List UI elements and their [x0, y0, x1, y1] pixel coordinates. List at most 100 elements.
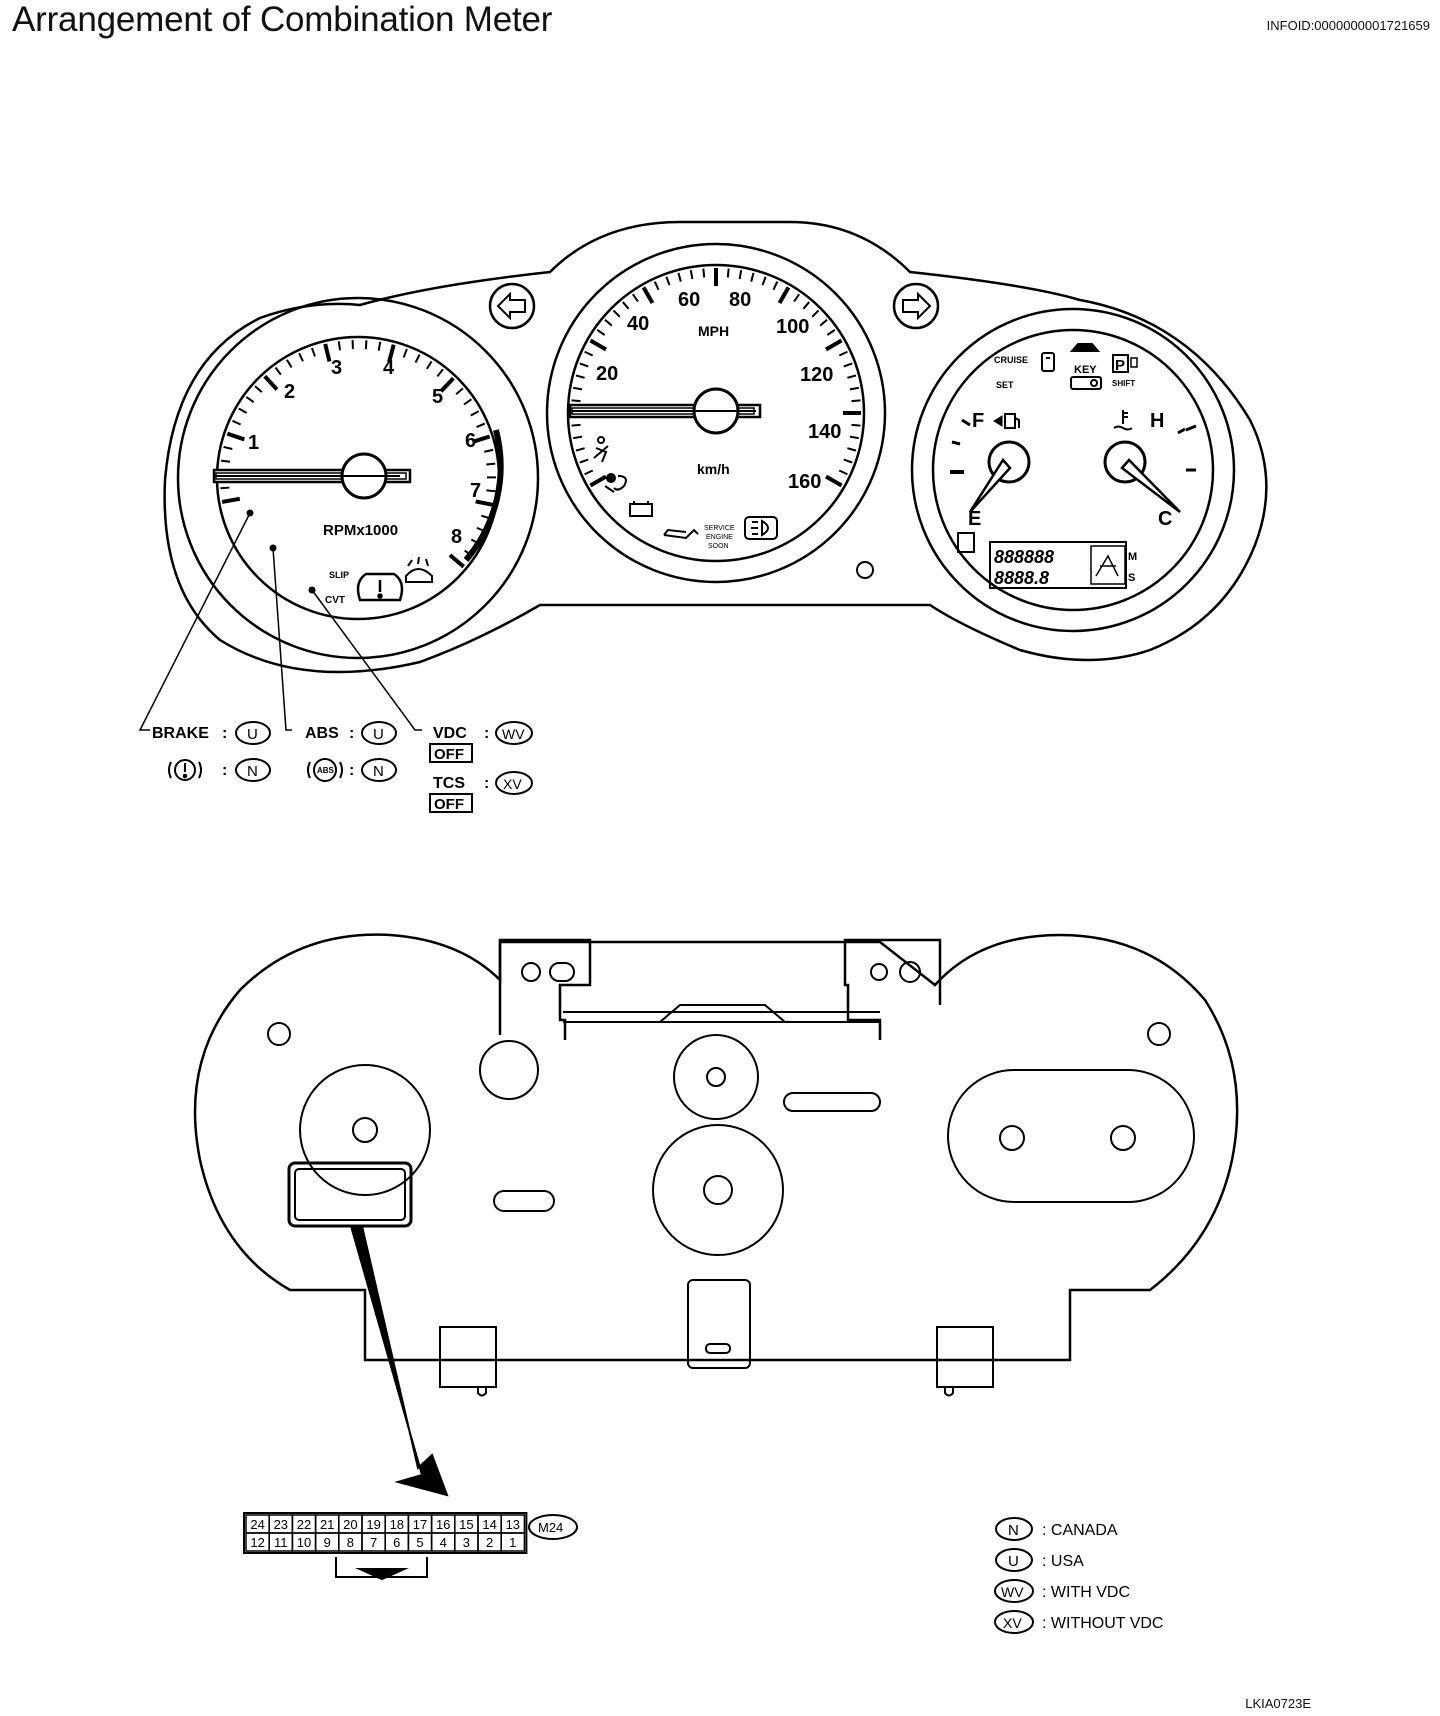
mounting-hole — [856, 561, 874, 579]
cluster-housing — [163, 220, 1268, 674]
cluster-rear-view — [193, 933, 1239, 1397]
gauge-major-tick — [439, 376, 455, 393]
tach-unit-label: RPMx1000 — [323, 522, 398, 539]
connector-id: M24 — [538, 1520, 563, 1535]
connector-id-badge — [528, 1514, 578, 1540]
tachometer-bezel — [176, 296, 540, 660]
key-icon — [1070, 376, 1102, 390]
legend-badge-canada — [995, 1517, 1033, 1541]
abs-alt-code-badge — [361, 758, 397, 782]
connector-pin-number: 5 — [416, 1535, 423, 1550]
gauge-minor-tick — [238, 407, 248, 414]
tcs-callout-label: TCS — [433, 775, 465, 792]
connector-pin-number: 15 — [459, 1517, 473, 1532]
abs-code-badge — [361, 721, 397, 745]
trip-digits: 8888.8 — [994, 568, 1049, 588]
cluster-front-view — [163, 220, 1268, 674]
gauge-minor-tick — [274, 366, 282, 376]
mph-label: MPH — [698, 323, 729, 339]
key-label: KEY — [1074, 364, 1097, 376]
gauge-major-tick — [589, 474, 608, 488]
tach-number-1: 1 — [248, 432, 259, 454]
gauge-minor-tick — [851, 399, 861, 403]
info-id: INFOID:0000000001721659 — [1266, 18, 1430, 33]
legend-badge-with-vdc — [994, 1579, 1034, 1603]
abs-icon-text: ABS — [317, 766, 335, 775]
vdc-code-badge — [495, 721, 533, 745]
gauge-minor-tick — [851, 423, 861, 427]
right-gauge-labels: F E H C CRUISE SET KEY P SHIFT 888888 88… — [968, 355, 1172, 588]
seatbelt-icon — [593, 436, 609, 463]
brake-alt-code: N — [247, 763, 258, 780]
vdc-off-label: OFF — [434, 746, 464, 763]
fuel-gauge-ticks — [950, 418, 971, 474]
temp-gauge-ticks — [1177, 424, 1197, 472]
vdc-callout-sep: : — [484, 725, 489, 742]
rear-housing — [193, 933, 1239, 1362]
trunk-open-icon — [1069, 343, 1101, 352]
speed-number-40: 40 — [627, 313, 649, 335]
abs-warning-icon — [307, 758, 343, 782]
tachometer — [176, 296, 540, 660]
gauge-major-tick — [777, 286, 791, 305]
gauge-major-tick — [221, 496, 241, 504]
rear-slot-1 — [783, 1092, 881, 1112]
connector-pin-number: 3 — [463, 1535, 470, 1550]
gauge-major-tick — [226, 431, 246, 442]
gauge-major-tick — [387, 344, 396, 363]
abs-callout-sep: : — [349, 725, 354, 742]
rear-tach-hole — [352, 1117, 378, 1143]
speedometer — [545, 242, 887, 584]
tachometer-redline — [463, 429, 504, 562]
rear-hole-left — [267, 1022, 291, 1046]
gauge-minor-tick — [579, 458, 589, 464]
service-engine-soon-line2: ENGINE — [706, 534, 733, 541]
washer-fluid-icon — [405, 556, 433, 583]
connector-pin-number: 11 — [274, 1535, 288, 1550]
gauge-minor-tick — [622, 301, 630, 310]
left-turn-signal-bezel — [488, 282, 536, 330]
gauge-minor-tick — [579, 362, 589, 368]
gauge-minor-tick — [245, 396, 255, 403]
legend-text-usa: : USA — [1042, 1553, 1084, 1570]
gauge-minor-tick — [486, 462, 496, 466]
gauge-major-tick — [448, 553, 465, 569]
gauge-minor-tick — [455, 387, 464, 395]
odometer-s-label: S — [1128, 572, 1135, 584]
gauge-minor-tick — [793, 293, 800, 303]
tcs-code-badge — [495, 771, 533, 795]
gauge-minor-tick — [571, 423, 581, 427]
service-engine-soon-line1: SERVICE — [704, 525, 735, 532]
gauge-minor-tick — [470, 538, 480, 545]
connector-pin-number: 4 — [440, 1535, 447, 1550]
speed-number-80: 80 — [729, 289, 751, 311]
low-fuel-warning-box — [957, 532, 975, 553]
tire-pressure-icon — [356, 572, 404, 602]
tach-number-4: 4 — [383, 357, 395, 379]
gauge-minor-tick — [573, 386, 583, 391]
gauge-minor-tick — [402, 348, 408, 358]
tcs-off-box — [429, 793, 473, 813]
speed-number-120: 120 — [800, 364, 833, 386]
gauge-minor-tick — [738, 270, 743, 280]
connector-pointer-arrow — [349, 1225, 449, 1497]
connector-socket-outer — [287, 1161, 413, 1228]
gauge-minor-tick — [476, 422, 486, 428]
right-gauge-face — [931, 328, 1215, 612]
tachometer-labels: 1 2 3 4 5 6 7 8 RPMx1000 SLIP CVT — [248, 357, 481, 606]
rear-center-clip — [687, 1279, 751, 1369]
page-title: Arrangement of Combination Meter — [12, 0, 553, 39]
gauge-minor-tick — [425, 360, 433, 370]
gauge-minor-tick — [232, 419, 242, 426]
connector-pin-number: 8 — [347, 1535, 354, 1550]
temp-cold-label: C — [1158, 508, 1172, 530]
connector-pin-number: 9 — [324, 1535, 331, 1550]
slip-label: SLIP — [329, 570, 349, 580]
shift-label: SHIFT — [1112, 379, 1135, 388]
connector-pin-cell — [500, 1532, 526, 1552]
right-gauge-bezel — [910, 307, 1236, 633]
gauge-minor-tick — [337, 341, 342, 351]
connector-outline — [243, 1512, 528, 1554]
connector-pin-number: 17 — [413, 1517, 427, 1532]
